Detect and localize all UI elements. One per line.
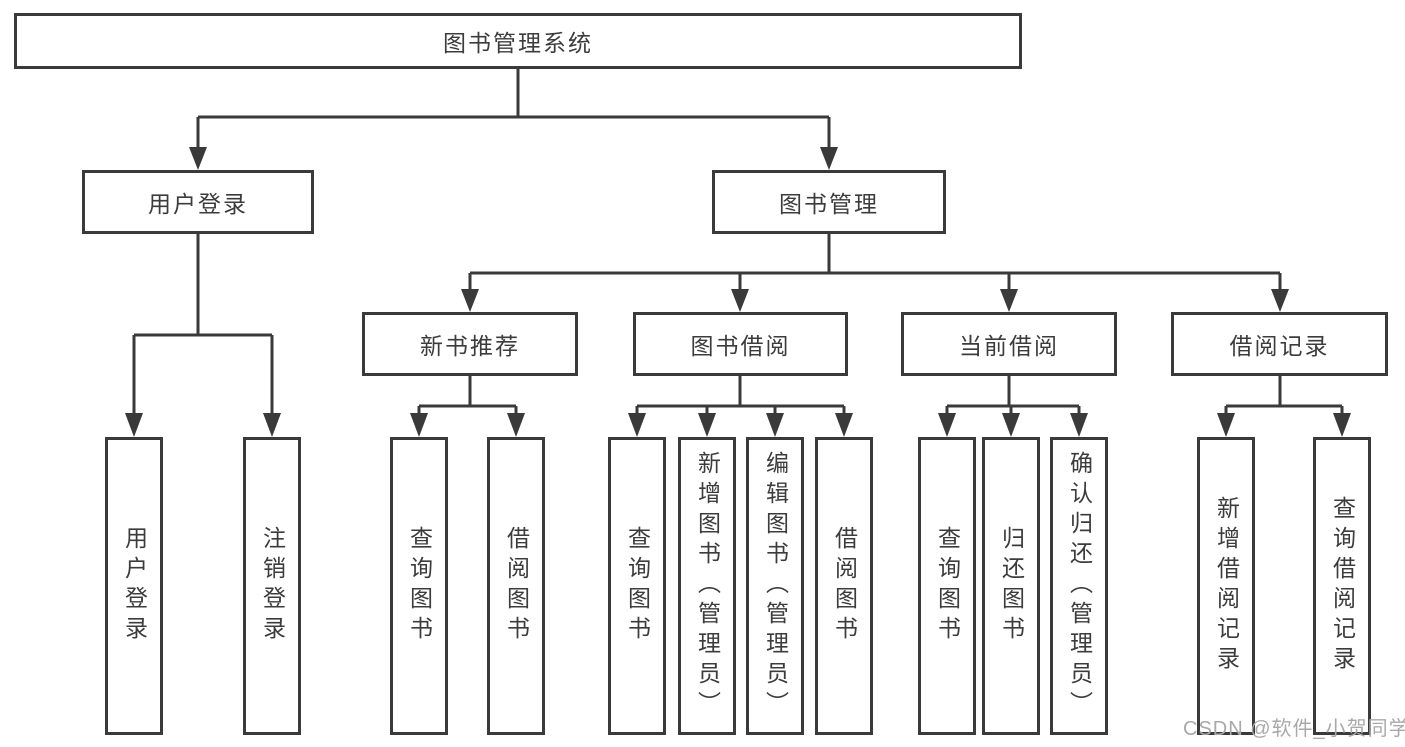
- node-label: 归还图书: [998, 526, 1025, 646]
- node-label: 借阅记录: [1229, 333, 1330, 359]
- node-add-borrow-record: 新增借阅记录: [1197, 437, 1255, 735]
- node-label: 图书借阅: [690, 333, 791, 359]
- node-add-books-admin: 新增图书（管理员）: [678, 437, 736, 735]
- node-query-books-recommend: 查询图书: [390, 437, 448, 735]
- node-query-borrow-record: 查询借阅记录: [1313, 437, 1371, 735]
- node-borrow-books: 借阅图书: [815, 437, 873, 735]
- node-query-books-current: 查询图书: [918, 437, 976, 735]
- node-current-borrow: 当前借阅: [901, 312, 1117, 376]
- node-new-book-recommend: 新书推荐: [362, 312, 578, 376]
- node-borrow-books-recommend: 借阅图书: [487, 437, 545, 735]
- node-label: 查询借阅记录: [1329, 496, 1356, 676]
- node-label: 编辑图书（管理员）: [762, 451, 789, 721]
- node-label: 确认归还（管理员）: [1066, 451, 1093, 721]
- node-query-books-borrow: 查询图书: [608, 437, 666, 735]
- node-label: 查询图书: [934, 526, 961, 646]
- csdn-watermark: CSDN @软件_小贺同学: [1183, 718, 1405, 740]
- node-label: 注销登录: [259, 526, 286, 646]
- node-book-borrow: 图书借阅: [633, 312, 848, 376]
- node-label: 用户登录: [121, 526, 148, 646]
- node-user-login: 用户登录: [82, 170, 314, 234]
- node-label: 当前借阅: [959, 333, 1059, 359]
- node-label: 借阅图书: [503, 526, 530, 646]
- node-user-login-leaf: 用户登录: [105, 437, 163, 735]
- node-label: 图书管理: [779, 191, 879, 217]
- node-label: 新增借阅记录: [1213, 496, 1240, 676]
- node-label: 查询图书: [624, 526, 651, 646]
- node-label: 图书管理系统: [443, 30, 593, 56]
- node-library-management-system: 图书管理系统: [14, 13, 1022, 69]
- node-edit-books-admin: 编辑图书（管理员）: [746, 437, 804, 735]
- node-label: 新增图书（管理员）: [694, 451, 721, 721]
- node-label: 查询图书: [406, 526, 433, 646]
- node-label: 借阅图书: [831, 526, 858, 646]
- node-logout: 注销登录: [243, 437, 301, 735]
- node-label: 新书推荐: [420, 333, 520, 359]
- node-book-management: 图书管理: [712, 170, 946, 234]
- node-borrow-records: 借阅记录: [1171, 312, 1388, 376]
- node-label: 用户登录: [148, 191, 248, 217]
- node-confirm-return-admin: 确认归还（管理员）: [1050, 437, 1108, 735]
- node-return-books: 归还图书: [982, 437, 1040, 735]
